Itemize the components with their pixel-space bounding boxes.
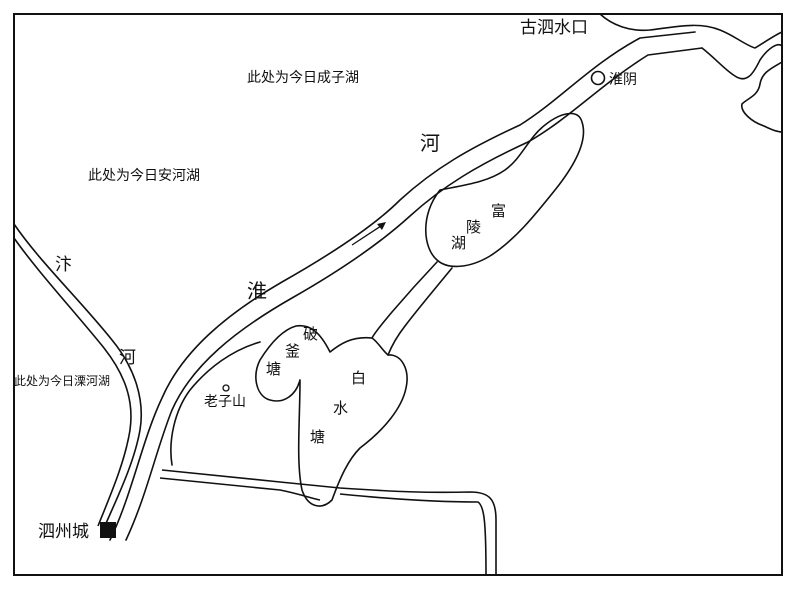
label-he-bian: 河 [119, 348, 136, 368]
label-fu: 富 [491, 202, 506, 220]
label-tang-pofu: 塘 [266, 360, 281, 378]
northeast-shoreline [701, 44, 783, 80]
label-anhe-hu: 此处为今日安河湖 [88, 168, 200, 184]
south-road-lower [159, 477, 321, 501]
label-bai: 白 [351, 369, 366, 387]
label-bian: 汴 [55, 255, 72, 275]
flow-arrow-head [377, 222, 386, 230]
flow-arrow-line [351, 223, 385, 246]
label-hu-fuling: 湖 [451, 234, 466, 252]
fuling-channel-left [371, 261, 438, 339]
label-gusi-kou: 古泗水口 [520, 18, 588, 38]
baishui-pofu-shore [255, 324, 408, 507]
label-he-huai: 河 [420, 131, 440, 155]
label-fu2: 釜 [285, 342, 300, 360]
label-huai: 淮 [247, 279, 267, 303]
huai-river-right-bank [125, 47, 703, 541]
label-shui: 水 [333, 399, 348, 417]
label-tang-baishui: 塘 [310, 428, 325, 446]
label-laozi-shan: 老子山 [204, 394, 246, 410]
label-chengzi-hu: 此处为今日成子湖 [247, 70, 359, 86]
map-frame [13, 13, 783, 576]
sizhou-cheng-marker-icon [100, 522, 116, 538]
label-po: 破 [303, 325, 318, 343]
huaiyin-marker-icon [590, 70, 606, 86]
laozi-shan-peninsula [170, 341, 261, 466]
bian-river-inner [13, 237, 132, 527]
east-lake-shore [741, 61, 783, 133]
label-huaiyin: 淮阴 [609, 72, 637, 88]
laozi-shan-marker-icon [222, 384, 230, 392]
label-ling: 陵 [466, 218, 481, 236]
fuling-lake-shore [424, 112, 585, 268]
huai-river-left-bank [109, 31, 696, 541]
south-road-upper [161, 469, 497, 575]
label-lihe-hu: 此处为今日溧河湖 [14, 373, 110, 388]
south-road-east-edge [339, 493, 487, 576]
bian-river-outer [13, 223, 143, 529]
fuling-channel-right [387, 267, 453, 356]
label-sizhou-cheng: 泗州城 [38, 522, 89, 542]
gusi-mouth-shoreline [599, 13, 783, 49]
